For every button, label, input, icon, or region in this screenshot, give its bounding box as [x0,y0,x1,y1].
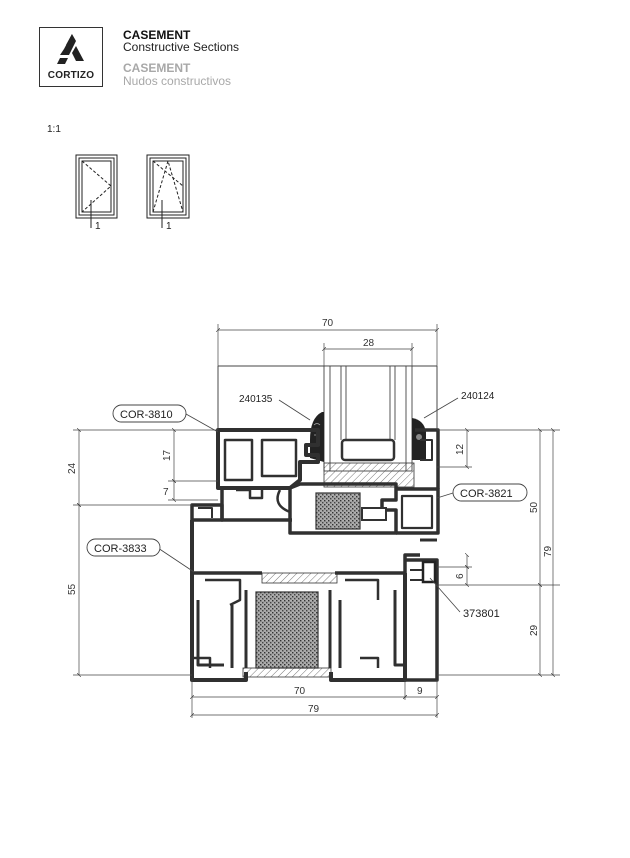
subtitle-es: Nudos constructivos [123,74,232,88]
sash-profile [216,428,440,535]
dim-bottom-70: 70 [294,686,306,697]
dim-left-55: 55 [67,583,78,595]
callout-240124: 240124 [461,391,495,402]
title-es: CASEMENT [123,61,191,75]
callout-cor-3821-pill [452,483,528,502]
title-en: CASEMENT [123,28,191,42]
thumbnail-window-1 [75,154,118,228]
dim-left-17: 17 [162,449,173,461]
dim-right-12: 12 [455,443,466,455]
glass-unit [217,365,438,472]
dim-left-7: 7 [163,487,169,498]
scale-label: 1:1 [47,124,61,135]
dim-right-50: 50 [529,501,540,513]
callout-cor-3833: COR-3833 [94,543,147,555]
logo-mark-icon [57,34,84,64]
dim-left-24: 24 [67,462,78,474]
thumbnail-2-label: 1 [166,221,172,232]
dim-bottom-9: 9 [417,686,423,697]
callout-373801: 373801 [463,608,500,620]
dim-glass-28: 28 [363,338,375,349]
subtitle-en: Constructive Sections [123,40,240,54]
dim-right-29: 29 [529,624,540,636]
callout-cor-3833-pill [86,538,161,557]
sash-insulation [315,492,361,530]
thermal-strip-bottom [242,667,332,678]
callout-240135: 240135 [239,394,273,405]
callout-cor-3810-pill [112,404,187,423]
dim-right-79: 79 [543,545,554,557]
dim-right-6: 6 [455,573,466,579]
cortizo-logo: CORTIZO [39,27,103,87]
dim-bottom-79: 79 [308,704,320,715]
dimension-lines [73,324,560,718]
callout-cor-3810: COR-3810 [120,409,173,421]
logo-brand-text: CORTIZO [47,70,95,81]
frame-insulation [255,591,319,669]
hardware-373801 [421,560,437,584]
dim-top-70: 70 [322,318,334,329]
callout-cor-3821: COR-3821 [460,488,513,500]
callout-leaders [157,397,461,613]
thumbnail-window-2 [146,154,190,228]
sash-key [361,507,387,521]
thermal-strip-top [261,572,338,584]
frame-profile [190,503,439,682]
thumbnail-1-label: 1 [95,221,101,232]
